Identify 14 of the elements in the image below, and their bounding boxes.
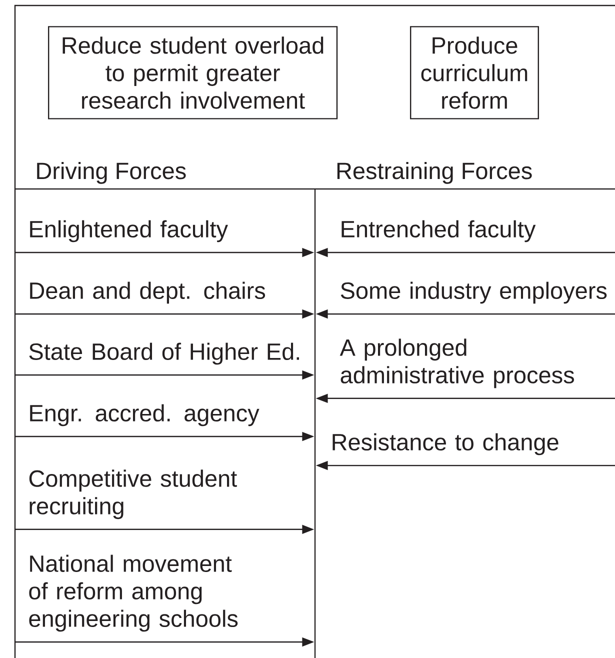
force-label: Competitive student recruiting (29, 470, 237, 520)
force-label: Some industry employers (340, 282, 607, 304)
force-label: National movement of reform among engineering schools (29, 554, 238, 632)
column-heading: Driving Forces (37, 162, 186, 184)
force-label: State Board of Higher Ed. (29, 342, 300, 365)
goal-box: Produce curriculum reform (410, 26, 539, 120)
column-heading: Restraining Forces (337, 162, 532, 184)
force-label: Dean and dept. chairs (30, 282, 266, 304)
goal-box: Reduce student overload to permit greater research involvement (48, 26, 338, 120)
force-label: Engr. accred. agency (30, 404, 260, 426)
force-label: Enlightened faculty (30, 220, 228, 242)
force-label: Resistance to change (332, 433, 558, 456)
force-label: Entrenched faculty (342, 220, 536, 242)
force-label: A prolonged administrative process (340, 338, 574, 388)
